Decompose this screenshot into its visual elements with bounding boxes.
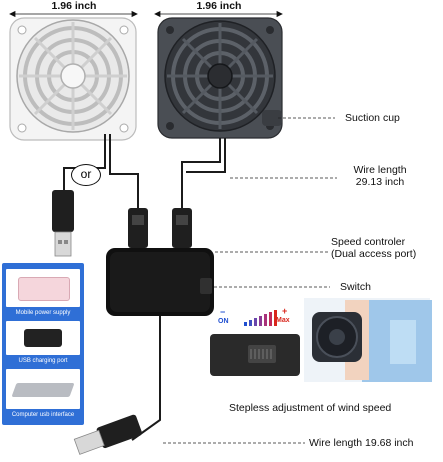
speed-controller-line1: Speed controler [331, 236, 406, 248]
computer-usb-label: Computer usb interface [11, 412, 75, 418]
speed-scale: − ON + Max [214, 306, 296, 328]
scale-minus: − [220, 307, 226, 317]
left-usb-plug-icon [52, 190, 74, 257]
suction-cup-label: Suction cup [345, 112, 400, 124]
power-bank-icon [18, 277, 70, 301]
stepless-adjustment-label: Stepless adjustment of wind speed [229, 402, 392, 414]
wire-length-top-line1: Wire length [353, 164, 407, 176]
scale-max: Max [276, 317, 290, 324]
speed-scale-bars [244, 310, 277, 326]
speed-controller-box-icon [106, 248, 214, 316]
left-fan-width-label: 1.96 inch [51, 0, 97, 12]
phone-with-fan-icon [304, 298, 432, 382]
controller-usb-plugs-icon [128, 208, 192, 248]
power-sources-panel: Mobile power supply USB charging port Co… [2, 263, 84, 425]
right-dimension-arrow [154, 10, 283, 18]
bottom-usb-plug-icon [73, 414, 142, 455]
speed-controller-label: Speed controler (Dual access port) [331, 236, 416, 260]
leader-lines [163, 117, 337, 444]
white-fan-icon [9, 17, 137, 141]
speed-controller-line2: (Dual access port) [331, 248, 417, 260]
or-badge: or [71, 164, 101, 186]
scale-on: ON [218, 318, 229, 325]
computer-usb-card [6, 369, 80, 409]
switch-label: Switch [340, 281, 371, 293]
black-fan-icon [157, 17, 283, 139]
wire-length-top-label: Wire length 29.13 inch [345, 164, 415, 188]
usb-charging-label: USB charging port [18, 358, 68, 364]
right-fan-width-label: 1.96 inch [196, 0, 242, 12]
switch-detail-icon [210, 334, 300, 376]
usb-charging-card [6, 321, 80, 355]
or-label: or [80, 167, 92, 181]
mobile-power-label: Mobile power supply [15, 310, 71, 316]
scale-plus: + [282, 306, 288, 316]
wire-length-bottom-label: Wire length 19.68 inch [309, 437, 414, 449]
charger-icon [24, 329, 62, 347]
left-dimension-arrow [9, 10, 138, 18]
wire-length-top-line2: 29.13 inch [355, 176, 405, 188]
mobile-power-card [6, 269, 80, 307]
laptop-icon [11, 383, 75, 397]
